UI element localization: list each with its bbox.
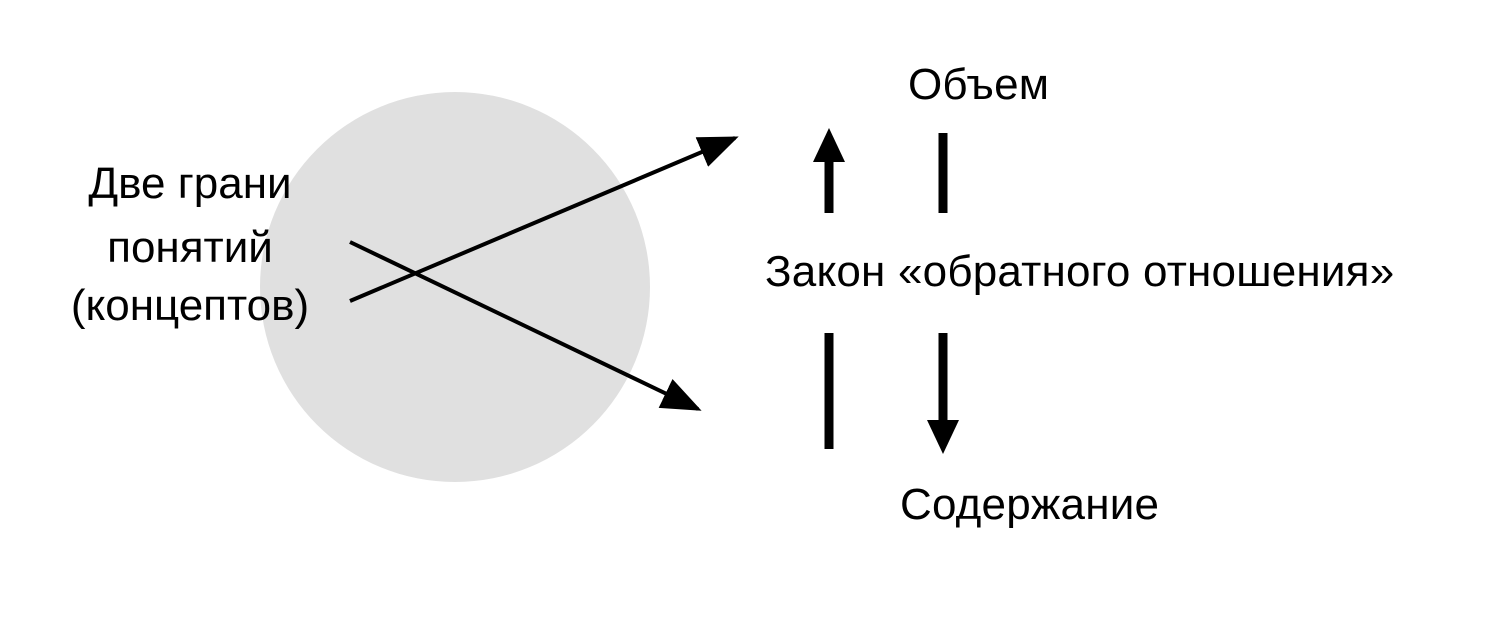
up-arrow-head [813, 128, 845, 162]
volume-label: Объем [908, 60, 1050, 109]
law-label: Закон «обратного отношения» [765, 247, 1395, 296]
concept-circle [260, 92, 650, 482]
content-label: Содержание [900, 480, 1160, 529]
down-arrow-head [927, 420, 959, 454]
concept-label-line-1: Две грани [88, 159, 292, 208]
concept-label-line-3: (концептов) [70, 281, 310, 330]
concept-label-line-2: понятий [107, 223, 273, 272]
arrow-to-content [349, 240, 702, 411]
